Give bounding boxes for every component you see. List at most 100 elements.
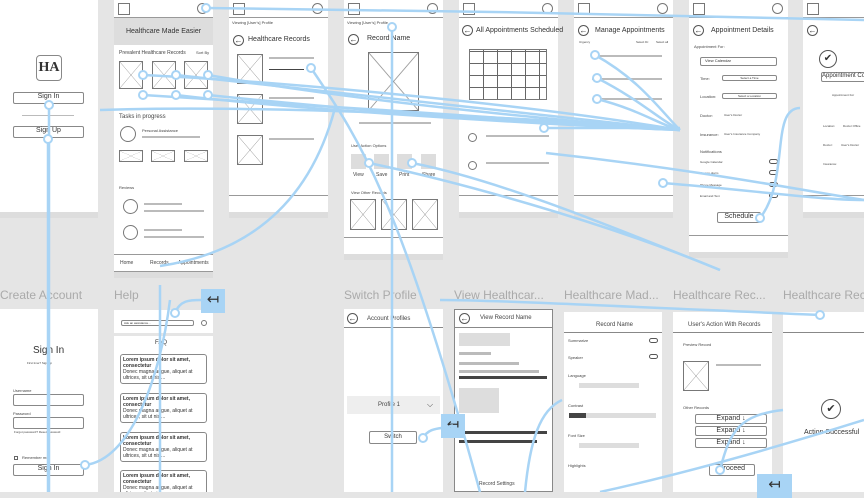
username-field[interactable] (13, 394, 84, 406)
signup-link[interactable]: First time? Sign up (27, 361, 53, 365)
frame-label: Switch Profile (344, 288, 417, 302)
toggle[interactable] (769, 170, 778, 175)
help-frame: Ask an assistance... FAQ Lorem ipsum dol… (114, 310, 213, 492)
create-account-frame: Sign In First time? Sign up Username Pas… (0, 309, 98, 492)
profile-select[interactable]: Profile 1⌵ (347, 396, 440, 414)
contrast-slider[interactable] (569, 413, 656, 418)
back-action-icon[interactable]: ↤ (757, 474, 792, 498)
nav-records[interactable]: Records (150, 260, 169, 266)
print-action[interactable]: Print (399, 172, 410, 178)
location-select[interactable]: Select a Location (722, 93, 777, 99)
expand-button[interactable]: Expand ↓ (695, 438, 767, 448)
back-icon[interactable]: ← (348, 34, 359, 45)
field-label: Doctor: (823, 143, 833, 147)
back-icon[interactable]: ← (233, 35, 244, 46)
forgot-password-link[interactable]: Forgot password? Reset password (14, 430, 61, 434)
notif-option: Email and Text (700, 194, 720, 198)
home-frame: Healthcare Made Easier Prevalent Healthc… (114, 0, 213, 278)
frame-label: Healthcare Rec... (673, 288, 766, 302)
profile-icon[interactable] (312, 3, 323, 14)
sign-in-button[interactable]: Sign In (13, 92, 84, 104)
action-success-frame: ✔ Action Successful (783, 312, 864, 492)
nav-appointments[interactable]: Appointments (178, 260, 209, 266)
back-action-icon[interactable]: ↤ (441, 414, 465, 438)
setting-label: Font Size (568, 433, 585, 438)
remember-checkbox[interactable] (14, 456, 18, 460)
page-title: Appointment Details (711, 27, 774, 34)
switch-button[interactable]: Switch (369, 431, 417, 444)
speaker-toggle[interactable] (649, 354, 658, 359)
landing-frame: HA Sign In Sign Up (0, 0, 98, 218)
calendar[interactable] (469, 49, 547, 100)
record-settings-link[interactable]: Record Settings (479, 481, 515, 487)
toggle[interactable] (769, 159, 778, 164)
check-icon: ✔ (821, 399, 841, 419)
expand-button[interactable]: Expand ↓ (695, 414, 767, 424)
setting-label: Language (568, 373, 586, 378)
check-icon: ✔ (819, 50, 837, 68)
back-icon[interactable]: ← (462, 25, 473, 36)
back-icon[interactable]: ← (807, 25, 818, 36)
sign-up-button[interactable]: Sign Up (13, 126, 84, 138)
page-title: Sign In (33, 345, 65, 356)
view-action[interactable]: View (353, 172, 364, 178)
field-label: Appointment For: (694, 44, 725, 49)
view-calendar-button[interactable]: View Calendar (700, 57, 777, 66)
task-item[interactable]: Personal Assistance (142, 128, 179, 133)
record-frame: Viewing [User's] Profile ← Record Name U… (344, 0, 443, 260)
toggle[interactable] (769, 193, 778, 198)
language-select[interactable] (579, 383, 639, 388)
frame-label: Create Account (0, 288, 83, 302)
sort-link[interactable]: Sort By (539, 116, 549, 120)
page-title: View Record Name (480, 315, 532, 321)
field-label: Username (13, 388, 32, 393)
share-action[interactable]: Share (422, 172, 436, 178)
frame-label: Healthcare Mad... (564, 288, 659, 302)
sign-in-button[interactable]: Sign In (13, 464, 84, 476)
doctor-value: User's Doctor (724, 113, 743, 117)
notif-option: System alarm (700, 171, 719, 175)
back-action-icon[interactable]: ↤ (201, 289, 225, 313)
menu-icon[interactable] (118, 3, 130, 15)
user-action-frame: User's Action With Records Preview Recor… (673, 312, 772, 492)
back-icon[interactable]: ← (578, 25, 589, 36)
field-label: Doctor: (700, 113, 713, 118)
app-logo: HA (36, 55, 62, 81)
profile-icon[interactable] (197, 3, 208, 14)
font-size-select[interactable] (579, 443, 639, 448)
confirmation-frame: ← ✔ Appointment Co Appointment For Locat… (803, 0, 864, 218)
expand-button[interactable]: Expand ↓ (695, 426, 767, 436)
sort-link[interactable]: Sort By (196, 50, 210, 55)
back-icon[interactable]: ← (459, 313, 470, 324)
section-title: Notifications (700, 149, 722, 154)
setting-label: Summarize (568, 338, 589, 343)
schedule-button[interactable]: Schedule (717, 212, 761, 223)
nav-home[interactable]: Home (120, 260, 134, 266)
assistance-input[interactable]: Ask an assistance... (121, 320, 194, 326)
password-field[interactable] (13, 417, 84, 429)
column-header: Urgency (579, 40, 591, 44)
column-header: Select Dr. (636, 40, 650, 44)
toggle[interactable] (769, 182, 778, 187)
page-title: Account Profiles (367, 316, 411, 322)
save-action[interactable]: Save (376, 172, 388, 178)
record-settings-frame: Record Name Summarize Speaker Language C… (564, 312, 662, 492)
section-title: Other Records (683, 405, 710, 410)
section-title: Prevalent Healthcare Records (119, 50, 186, 56)
setting-label: Contrast (568, 403, 584, 408)
section-title: User Action Options (351, 143, 387, 148)
summarize-toggle[interactable] (649, 338, 658, 343)
page-title: Healthcare Records (248, 36, 310, 43)
frame-label: Help (114, 288, 139, 302)
time-select[interactable]: Select a Time (722, 75, 777, 81)
field-label: Insurance: (823, 162, 838, 166)
field-label: Time: (700, 76, 710, 81)
section-title: Approaching Visits (465, 115, 499, 120)
back-icon[interactable]: ← (347, 313, 358, 324)
back-icon[interactable]: ← (693, 25, 704, 36)
proceed-button[interactable]: Proceed (709, 464, 755, 476)
